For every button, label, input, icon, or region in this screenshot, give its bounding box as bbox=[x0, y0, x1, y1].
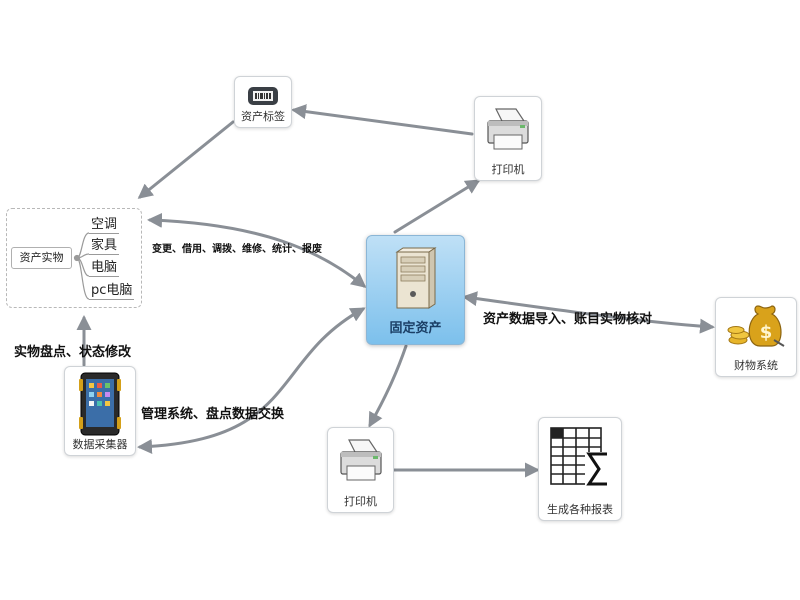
asset-item-furniture[interactable]: 家具 bbox=[89, 238, 120, 255]
asset-group-frame bbox=[6, 208, 142, 308]
asset-item-pc[interactable]: pc电脑 bbox=[89, 283, 135, 300]
inventory-edge-label: 实物盘点、状态修改 bbox=[14, 345, 132, 360]
handheld-terminal-icon bbox=[79, 372, 121, 436]
management-edge-label: 管理系统、盘点数据交换 bbox=[141, 407, 285, 422]
import-edge-label: 资产数据导入、账目实物核对 bbox=[483, 312, 653, 327]
printer-top-node[interactable]: 打印机 bbox=[474, 96, 542, 181]
arrow-asset-tag-to-assets bbox=[137, 120, 235, 199]
money-bag-icon: $ bbox=[727, 305, 785, 347]
tag-printer-icon bbox=[248, 87, 278, 105]
arrow-center-finance-bidirectional bbox=[462, 291, 715, 334]
report-node[interactable]: 生成各种报表 bbox=[538, 417, 622, 521]
report-label: 生成各种报表 bbox=[547, 503, 613, 516]
printer-top-label: 打印机 bbox=[491, 163, 525, 176]
svg-text:$: $ bbox=[760, 322, 773, 343]
data-collector-node[interactable]: 数据采集器 bbox=[64, 366, 136, 456]
arrow-assets-center-bidirectional bbox=[147, 212, 367, 288]
finance-system-node[interactable]: $ 财物系统 bbox=[715, 297, 797, 377]
printer-bottom-node[interactable]: 打印机 bbox=[327, 427, 394, 513]
center-label: 固定资产 bbox=[389, 321, 442, 336]
printer-icon bbox=[339, 439, 382, 481]
arrow-center-to-printer-bottom bbox=[368, 344, 408, 428]
asset-branch-lines bbox=[73, 232, 90, 300]
spreadsheet-sum-icon bbox=[550, 427, 611, 488]
finance-system-label: 财物系统 bbox=[734, 359, 778, 372]
printer-icon bbox=[487, 108, 529, 150]
arrow-collector-center-bidirectional bbox=[137, 307, 366, 454]
operations-edge-label: 变更、借用、调拨、维修、统计、报废 bbox=[152, 244, 322, 255]
asset-root-node[interactable]: 资产实物 bbox=[11, 247, 72, 269]
fixed-assets-center-node[interactable]: 固定资产 bbox=[366, 235, 465, 345]
arrow-center-to-printer-top bbox=[393, 179, 481, 234]
asset-tag-node[interactable]: 资产标签 bbox=[234, 76, 292, 128]
asset-item-aircon[interactable]: 空调 bbox=[89, 217, 120, 234]
server-icon bbox=[395, 247, 437, 309]
asset-item-computer[interactable]: 电脑 bbox=[89, 260, 120, 277]
asset-tag-label: 资产标签 bbox=[241, 110, 285, 123]
printer-bottom-label: 打印机 bbox=[344, 495, 377, 508]
arrow-printer-to-asset-tag bbox=[291, 104, 474, 136]
data-collector-label: 数据采集器 bbox=[72, 438, 128, 451]
